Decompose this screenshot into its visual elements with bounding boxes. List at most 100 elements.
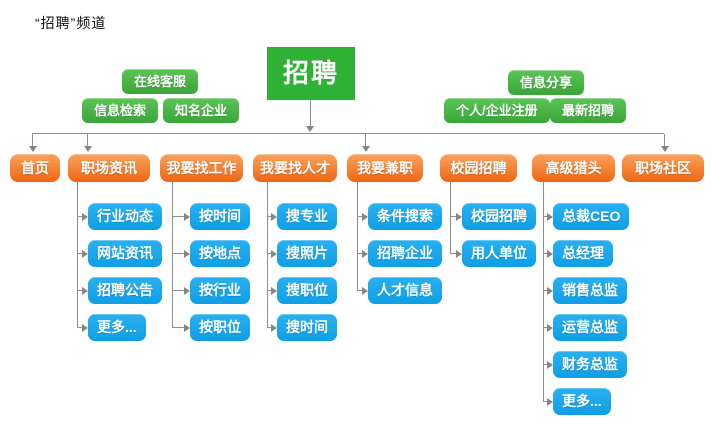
elbow-arrow-icon-career-news-1 [82,250,88,258]
elbow-arrow-icon-career-news-0 [82,213,88,221]
elbow-arrow-icon-headhunter-2 [547,287,553,295]
elbow-arrow-icon-find-job-2 [184,287,190,295]
column-line-find-talent [267,182,268,327]
elbow-line-campus-1 [450,253,456,254]
elbow-line-part-time-1 [357,253,362,254]
node-find-talent-2[interactable]: 搜职位 [277,277,337,304]
elbow-arrow-icon-campus-0 [456,213,462,221]
elbow-line-headhunter-5 [543,401,547,402]
node-career-news-1[interactable]: 网站资讯 [88,240,162,267]
node-find-talent-1[interactable]: 搜照片 [277,240,337,267]
elbow-arrow-icon-find-talent-1 [271,250,277,258]
elbow-line-career-news-0 [77,216,82,217]
nav-community[interactable]: 职场社区 [622,154,704,182]
drop-arrow-icon-1 [84,146,92,152]
elbow-line-find-job-1 [172,253,184,254]
root-node-recruitment[interactable]: 招聘 [267,47,355,100]
elbow-line-find-job-2 [172,290,184,291]
column-line-part-time [357,182,358,290]
drop-line-2 [365,134,366,147]
node-part-time-0[interactable]: 条件搜索 [368,203,442,230]
elbow-line-headhunter-1 [543,253,547,254]
column-line-headhunter [543,182,544,401]
column-line-career-news [77,182,78,327]
drop-arrow-icon-3 [661,146,669,152]
node-find-job-2[interactable]: 按行业 [190,277,250,304]
node-headhunter-1[interactable]: 总经理 [553,240,613,267]
node-part-time-1[interactable]: 招聘企业 [368,240,442,267]
elbow-arrow-icon-find-job-1 [184,250,190,258]
elbow-arrow-icon-find-talent-2 [271,287,277,295]
elbow-arrow-icon-find-talent-0 [271,213,277,221]
node-career-news-3[interactable]: 更多... [88,314,146,341]
elbow-line-career-news-2 [77,290,82,291]
node-find-job-3[interactable]: 按职位 [190,314,250,341]
nav-find-job[interactable]: 我要找工作 [160,154,243,182]
pill-famous-company[interactable]: 知名企业 [163,98,240,123]
nav-part-time[interactable]: 我要兼职 [347,154,423,182]
elbow-line-find-talent-1 [267,253,271,254]
elbow-arrow-icon-career-news-2 [82,287,88,295]
node-find-talent-0[interactable]: 搜专业 [277,203,337,230]
elbow-arrow-icon-headhunter-0 [547,213,553,221]
drop-arrow-icon-2 [362,146,370,152]
elbow-arrow-icon-find-job-0 [184,213,190,221]
node-headhunter-0[interactable]: 总裁CEO [553,203,630,230]
elbow-arrow-icon-headhunter-5 [547,398,553,406]
elbow-arrow-icon-find-talent-3 [271,324,277,332]
elbow-line-part-time-2 [357,290,362,291]
nav-home[interactable]: 首页 [10,154,60,182]
nav-headhunter[interactable]: 高级猎头 [532,154,615,182]
distribution-line [32,133,664,134]
node-career-news-2[interactable]: 招聘公告 [88,277,162,304]
node-part-time-2[interactable]: 人才信息 [368,277,442,304]
elbow-arrow-icon-part-time-2 [362,287,368,295]
pill-info-retrieval[interactable]: 信息检索 [82,98,159,123]
pill-register[interactable]: 个人/企业注册 [444,98,550,123]
page-title: “招聘”频道 [35,15,107,31]
node-headhunter-5[interactable]: 更多... [553,388,611,415]
elbow-arrow-icon-campus-1 [456,250,462,258]
node-career-news-0[interactable]: 行业动态 [88,203,162,230]
elbow-line-headhunter-0 [543,216,547,217]
elbow-line-find-job-3 [172,327,184,328]
pill-info-share[interactable]: 信息分享 [508,70,585,95]
node-headhunter-2[interactable]: 销售总监 [553,277,627,304]
elbow-line-headhunter-2 [543,290,547,291]
elbow-line-career-news-1 [77,253,82,254]
root-connector-line [310,100,311,126]
elbow-line-find-talent-2 [267,290,271,291]
elbow-line-career-news-3 [77,327,82,328]
drop-line-0 [32,134,33,147]
pill-latest-jobs[interactable]: 最新招聘 [550,98,627,123]
nav-campus[interactable]: 校园招聘 [440,154,517,182]
node-find-job-1[interactable]: 按地点 [190,240,250,267]
root-connector-arrow-icon [306,126,314,132]
elbow-line-find-talent-3 [267,327,271,328]
drop-line-1 [87,134,88,147]
elbow-line-part-time-0 [357,216,362,217]
node-find-talent-3[interactable]: 搜时间 [277,314,337,341]
elbow-arrow-icon-part-time-1 [362,250,368,258]
pill-online-service[interactable]: 在线客服 [122,69,199,94]
node-headhunter-4[interactable]: 财务总监 [553,351,627,378]
elbow-arrow-icon-find-job-3 [184,324,190,332]
elbow-arrow-icon-career-news-3 [82,324,88,332]
elbow-line-campus-0 [450,216,456,217]
node-campus-1[interactable]: 用人单位 [462,240,536,267]
node-campus-0[interactable]: 校园招聘 [462,203,536,230]
elbow-line-find-talent-0 [267,216,271,217]
nav-career-news[interactable]: 职场资讯 [68,154,150,182]
nav-find-talent[interactable]: 我要找人才 [253,154,337,182]
node-find-job-0[interactable]: 按时间 [190,203,250,230]
drop-line-3 [664,134,665,147]
drop-arrow-icon-0 [29,146,37,152]
elbow-line-find-job-0 [172,216,184,217]
elbow-arrow-icon-part-time-0 [362,213,368,221]
node-headhunter-3[interactable]: 运营总监 [553,314,627,341]
column-line-find-job [172,182,173,327]
elbow-arrow-icon-headhunter-4 [547,361,553,369]
elbow-line-headhunter-4 [543,364,547,365]
elbow-line-headhunter-3 [543,327,547,328]
